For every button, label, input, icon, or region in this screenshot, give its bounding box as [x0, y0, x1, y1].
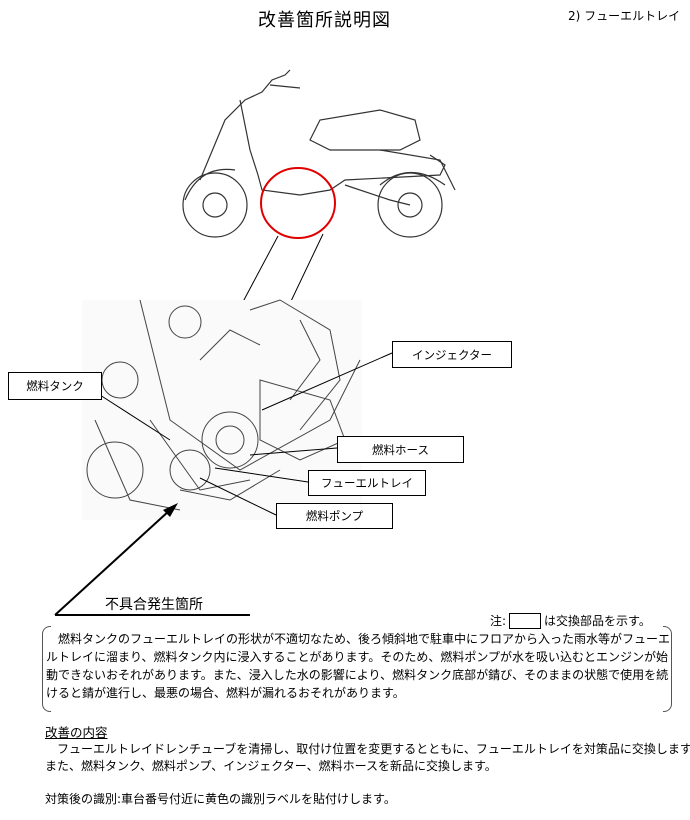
improvement-line-1: フューエルトレイドレンチューブを清掃し、取付け位置を変更するとともに、フューエル… — [45, 742, 690, 756]
improvement-line-2: また、燃料タンク、燃料ポンプ、インジェクター、燃料ホースを新品に交換します。 — [45, 759, 497, 773]
label-fuel-hose: 燃料ホース — [337, 436, 464, 463]
identification-text: 対策後の識別:車台番号付近に黄色の識別ラベルを貼付けします。 — [45, 792, 396, 806]
improvement-heading: 改善の内容 — [45, 725, 108, 740]
description-text: 燃料タンクのフューエルトレイの形状が不適切なため、後ろ傾斜地で駐車中にフロアから… — [46, 632, 671, 700]
note-prefix: 注: — [490, 614, 507, 628]
legend-note: 注: は交換部品を示す。 — [490, 612, 651, 629]
defect-location-label: 不具合発生箇所 — [105, 597, 203, 613]
label-fuel-pump: 燃料ポンプ — [276, 503, 393, 529]
page-subtitle: 2) フューエルトレイ — [568, 9, 681, 23]
scooter-drawing — [182, 69, 456, 238]
note-suffix: は交換部品を示す。 — [544, 614, 651, 628]
highlight-circle — [260, 167, 336, 239]
label-fuel-tray: フューエルトレイ — [308, 470, 426, 496]
bracket-left — [42, 626, 51, 712]
page-title: 改善箇所説明図 — [258, 10, 391, 31]
defect-description: 燃料タンクのフューエルトレイの形状が不適切なため、後ろ傾斜地で駐車中にフロアから… — [42, 626, 672, 712]
label-injector: インジェクター — [392, 341, 512, 368]
replacement-part-box-icon — [509, 612, 542, 629]
label-fuel-tank: 燃料タンク — [8, 372, 102, 400]
